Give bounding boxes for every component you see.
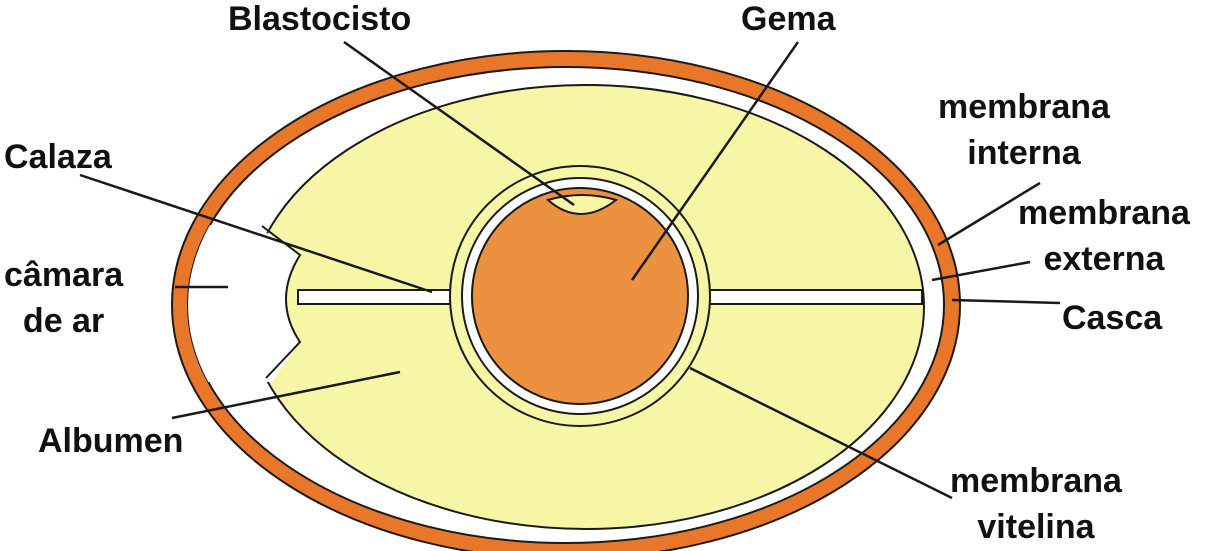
leader-line-membrana-externa (931, 260, 1031, 282)
label-blastocisto: Blastocisto (228, 0, 412, 38)
leader-line-casca (951, 298, 1061, 305)
label-membrana-interna-line1: membrana (938, 88, 1110, 126)
leader-line-albumen (171, 370, 401, 420)
air-cell (188, 225, 300, 382)
label-membrana-vitelina-line2: vitelina (977, 508, 1095, 546)
leader-line-blastocisto (343, 40, 575, 207)
label-membrana-interna-line2: interna (967, 134, 1081, 172)
label-gema: Gema (741, 0, 836, 38)
label-membrana-vitelina-line1: membrana (950, 462, 1122, 500)
air-cell-edge (261, 225, 302, 379)
label-calaza: Calaza (4, 138, 112, 176)
leader-line-gema (630, 41, 800, 281)
label-casca: Casca (1062, 299, 1163, 337)
label-membrana-vitelina: membrana vitelina (950, 458, 1122, 550)
chalaza-left (297, 289, 459, 305)
leader-line-calaza (79, 173, 433, 294)
leader-line-membrana-interna (937, 181, 1041, 247)
label-membrana-interna: membrana interna (938, 84, 1110, 176)
label-albumen: Albumen (38, 422, 184, 460)
label-camara-line1: câmara (4, 256, 124, 294)
leader-line-membrana-vitelina (689, 366, 953, 500)
label-membrana-externa: membrana externa (1018, 190, 1190, 282)
label-membrana-externa-line2: externa (1043, 240, 1165, 278)
chalaza-right (689, 289, 923, 305)
label-membrana-externa-line1: membrana (1018, 194, 1190, 232)
label-camara-de-ar: câmara de ar (4, 252, 123, 344)
yolk (471, 187, 689, 405)
label-camara-line2: de ar (22, 302, 105, 340)
